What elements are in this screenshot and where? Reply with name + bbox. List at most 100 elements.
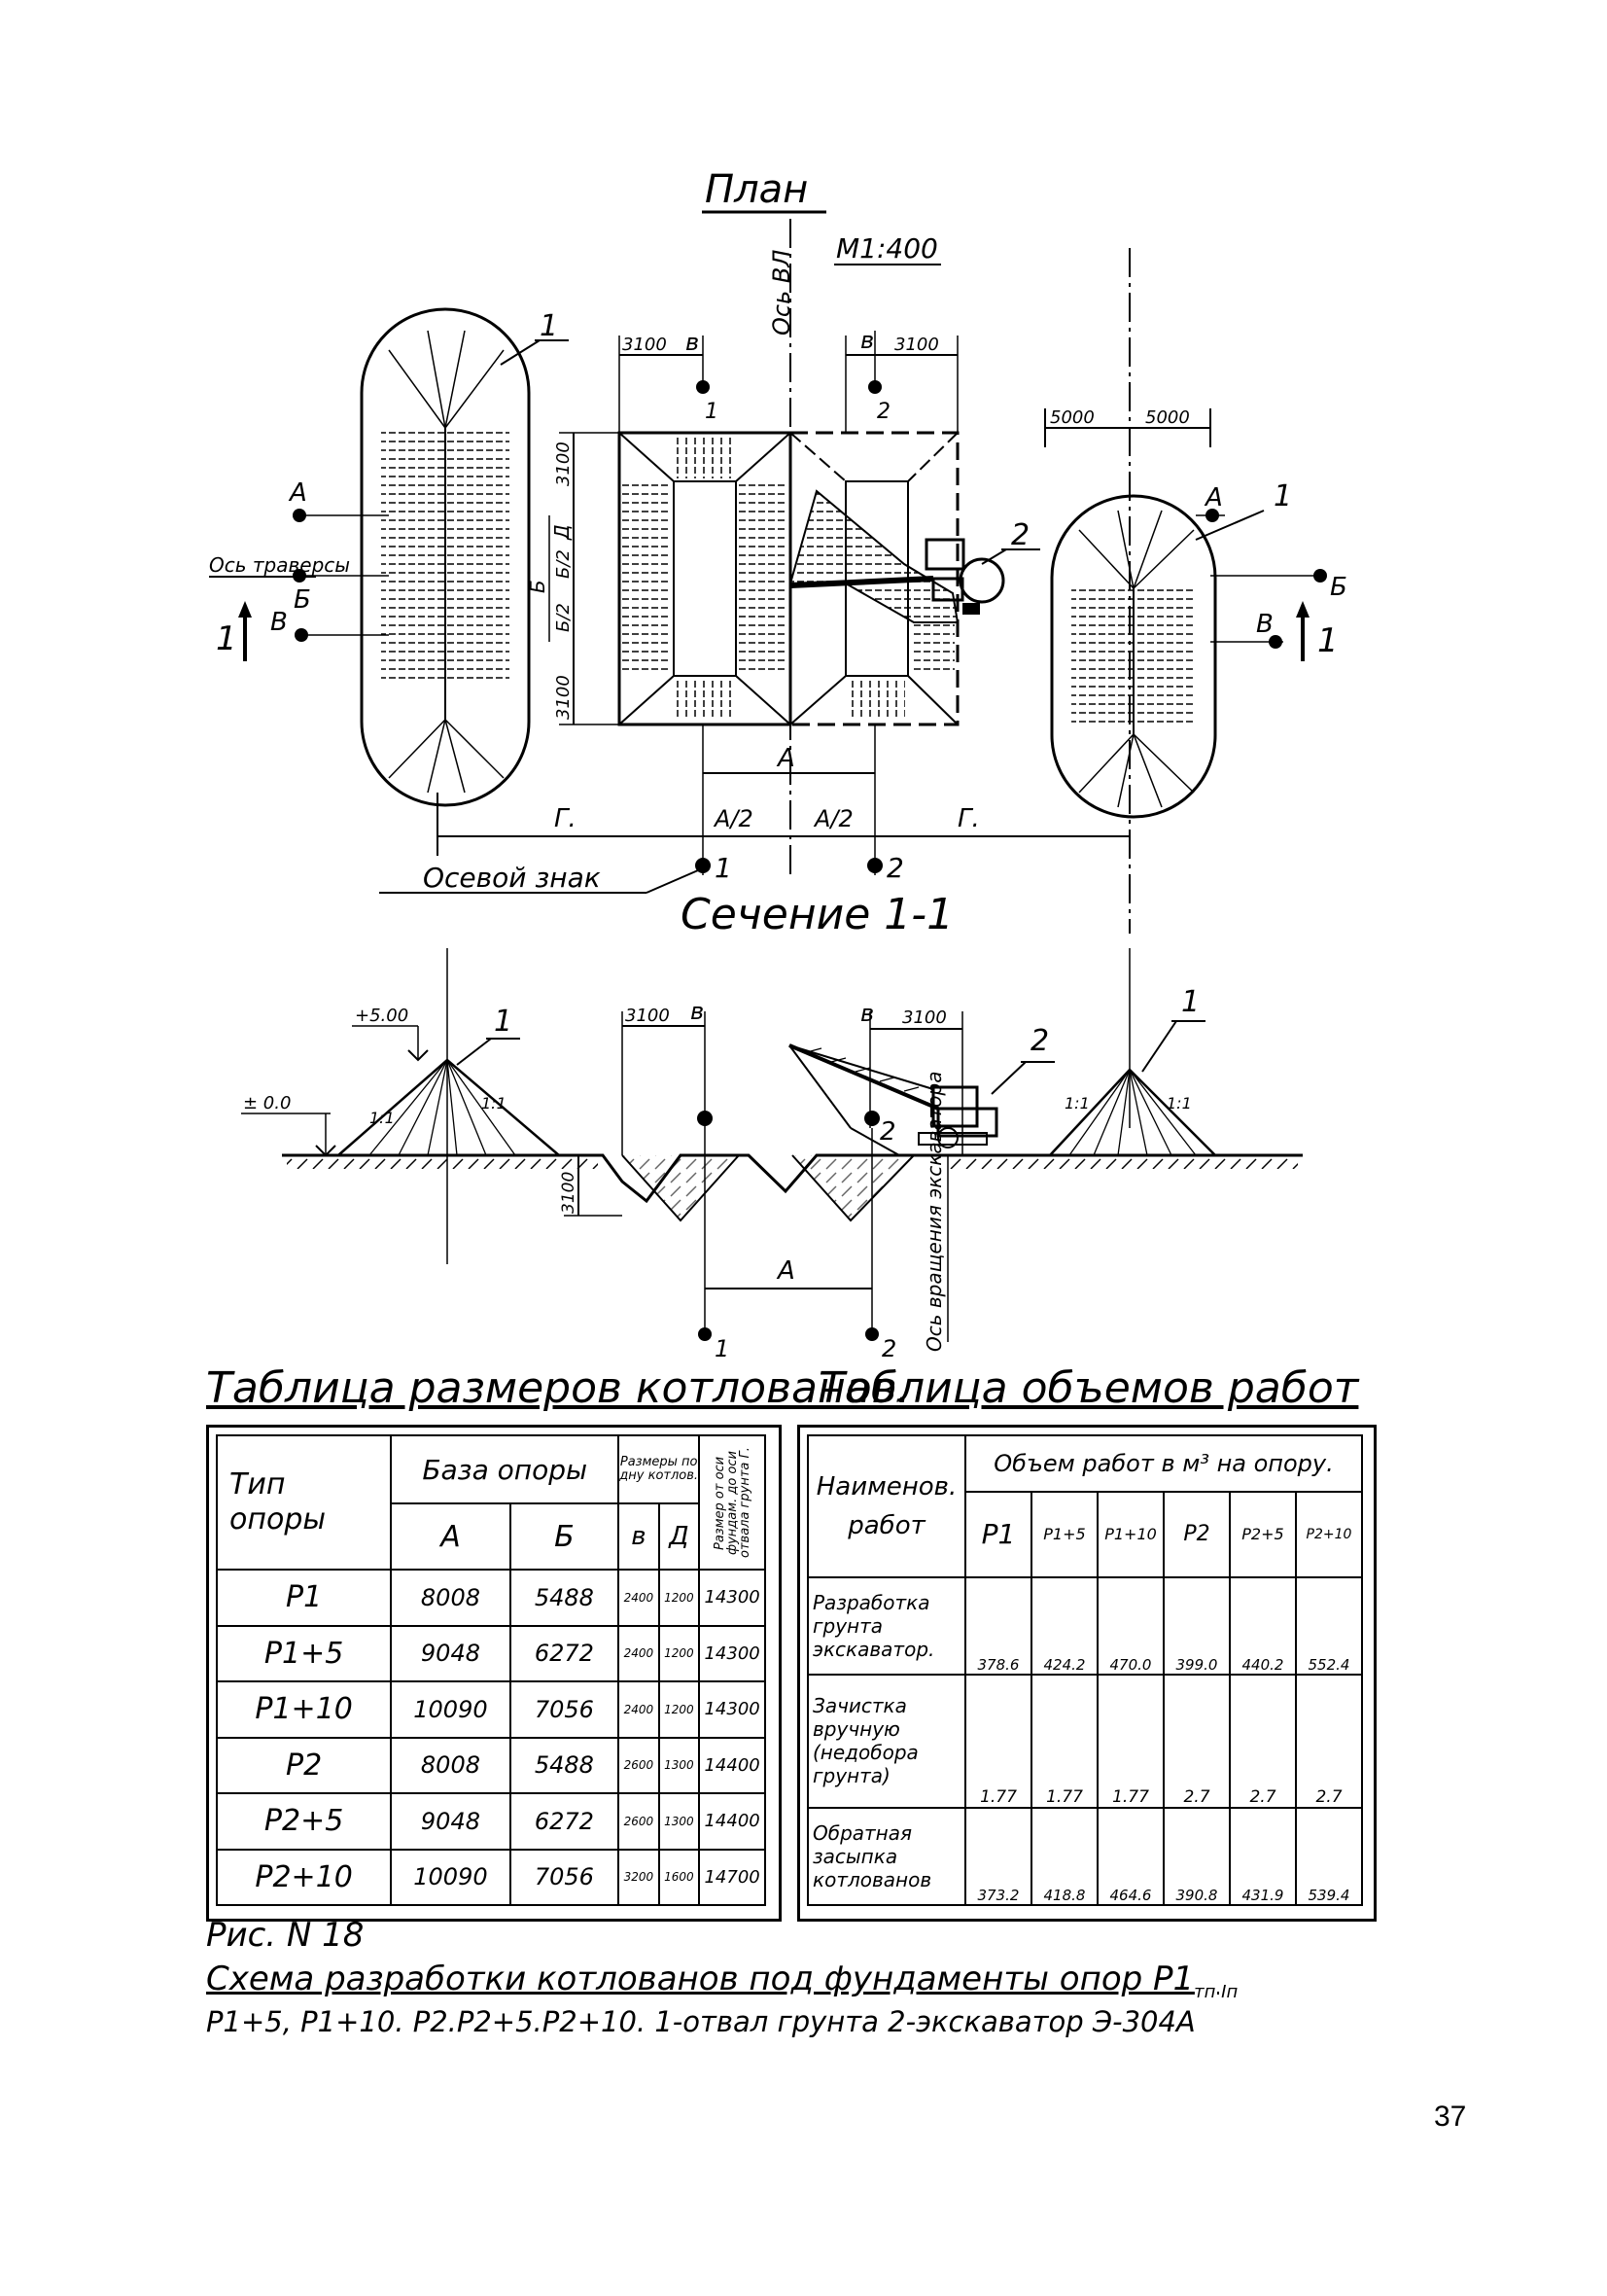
sec-dim-v-left: в [690, 998, 704, 1025]
t1-B: 7056 [508, 1680, 620, 1739]
slope-left-a: 1:1 [369, 1109, 395, 1127]
section-label-2: 2 [1031, 1024, 1049, 1058]
t1-g: 14400 [698, 1736, 766, 1794]
sec-depth: 3100 [559, 1172, 578, 1214]
t2-val: 1.77 [964, 1673, 1032, 1809]
t1-g: 14300 [698, 1624, 766, 1682]
plan-title: План [705, 167, 808, 212]
table2-frame [797, 1425, 1377, 1922]
pt-B-left: Б [294, 585, 311, 615]
t1-d: 1200 [657, 1569, 701, 1627]
section-drawing: 1:1 1:1 1 +5.00 ± 0.0 1:1 1:1 1 3100 в в… [241, 948, 1303, 1361]
dim-3100-top-right: 3100 [894, 335, 939, 355]
t2-val: 378.6 [964, 1575, 1032, 1676]
t1-d: 1200 [657, 1624, 701, 1682]
pt-2-bottom: 2 [887, 852, 904, 884]
section-mark-left: 1 [216, 619, 237, 658]
dim-G-right: Г. [958, 804, 980, 833]
t2-col: Р2 [1163, 1491, 1231, 1578]
t1-type: Р2 [215, 1736, 393, 1794]
table-row: Р2+10 10090 7056 3200 1600 14700 [215, 1848, 766, 1906]
t1-g: 14300 [698, 1569, 766, 1627]
dim-A-plan: А [776, 744, 795, 773]
t1-v: 3200 [617, 1848, 660, 1906]
dim-3100-left-bottom: 3100 [553, 675, 574, 720]
slope-right-a: 1:1 [1065, 1094, 1090, 1113]
dim-5000-a: 5000 [1050, 407, 1095, 428]
t2-val: 390.8 [1163, 1806, 1231, 1907]
table2-title: Таблица объемов работ [819, 1363, 1359, 1413]
dim-b2-left: Б/2 [553, 549, 574, 579]
t1-v: 2400 [617, 1624, 660, 1682]
plan-scale: М1:400 [836, 232, 938, 265]
t1-A: 9048 [390, 1792, 511, 1851]
dim-v-top-right: в [860, 327, 874, 354]
t1-d: 1600 [657, 1848, 701, 1906]
t1-d: 1200 [657, 1680, 701, 1739]
sec-pt-2-mid: 2 [880, 1117, 896, 1147]
t1-header-dist: Размер от оси фундам. до оси отвала грун… [698, 1434, 766, 1571]
sec-pt-1: 1 [715, 1335, 729, 1361]
t2-col: Р2+5 [1229, 1491, 1297, 1578]
label-1-right: 1 [1274, 479, 1292, 513]
t1-v: 2600 [617, 1736, 660, 1794]
dim-A2-right: А/2 [813, 805, 854, 832]
t2-val: 2.7 [1295, 1673, 1363, 1809]
t2-col: Р1+10 [1097, 1491, 1165, 1578]
t2-val: 2.7 [1163, 1673, 1231, 1809]
t1-v: 2600 [617, 1792, 660, 1851]
t2-val: 373.2 [964, 1806, 1032, 1907]
t1-B: 5488 [508, 1569, 620, 1627]
sec-dim-A: А [776, 1256, 795, 1286]
pt-V-left: В [270, 608, 288, 637]
excavator-section [788, 1043, 998, 1156]
section-label-1-left: 1 [494, 1005, 512, 1039]
axial-sign-label: Осевой знак [423, 862, 601, 894]
t2-row-name: Разработка грунта экскаватор. [807, 1575, 966, 1676]
elev-plus: +5.00 [355, 1006, 408, 1026]
t2-col: Р2+10 [1295, 1491, 1363, 1578]
table-row: Разработка грунта экскаватор. 378.6 424.… [807, 1575, 1363, 1676]
t2-val: 1.77 [1031, 1673, 1099, 1809]
caption-line2: Р1+5, Р1+10. Р2.Р2+5.Р2+10. 1-отвал грун… [206, 2005, 1196, 2038]
slope-left-b: 1:1 [481, 1094, 507, 1113]
t1-header-A: А [390, 1502, 511, 1571]
t1-A: 8008 [390, 1569, 511, 1627]
t1-A: 8008 [390, 1736, 511, 1794]
caption-line1: Схема разработки котлованов под фундамен… [206, 1960, 1238, 2002]
t2-val: 552.4 [1295, 1575, 1363, 1676]
table1-title: Таблица размеров котлованов. [206, 1363, 911, 1413]
table-row: Р2+5 9048 6272 2600 1300 14400 [215, 1792, 766, 1851]
caption-line1-text: Схема разработки котлованов под фундамен… [206, 1960, 1195, 1998]
dim-A2-left: А/2 [713, 805, 753, 832]
table-row: Р1 8008 5488 2400 1200 14300 [215, 1569, 766, 1627]
pt-A-right: А [1204, 483, 1223, 512]
pt-1-bottom: 1 [715, 852, 732, 884]
t1-A: 10090 [390, 1848, 511, 1906]
t1-v: 2400 [617, 1569, 660, 1627]
t2-val: 431.9 [1229, 1806, 1297, 1907]
table2: Наименов. работ Объем работ в м³ на опор… [807, 1434, 1363, 1907]
sec-dim-v-right: в [860, 1000, 874, 1027]
t2-val: 470.0 [1097, 1575, 1165, 1676]
t2-val: 418.8 [1031, 1806, 1099, 1907]
dim-5000-b: 5000 [1145, 407, 1190, 428]
dim-D-left: Д [550, 524, 574, 541]
t2-header-name: Наименов. работ [807, 1434, 966, 1578]
t1-d: 1300 [657, 1792, 701, 1851]
table-row: Р1+10 10090 7056 2400 1200 14300 [215, 1680, 766, 1739]
t2-val: 2.7 [1229, 1673, 1297, 1809]
t2-header-volume: Объем работ в м³ на опору. [964, 1434, 1363, 1493]
t1-v: 2400 [617, 1680, 660, 1739]
t2-col: Р1 [964, 1491, 1032, 1578]
elev-zero: ± 0.0 [243, 1093, 291, 1113]
t2-val: 539.4 [1295, 1806, 1363, 1907]
t1-g: 14700 [698, 1848, 766, 1906]
t1-header-base: База опоры [390, 1434, 620, 1504]
label-2-plan: 2 [1011, 518, 1030, 552]
t1-A: 10090 [390, 1680, 511, 1739]
t2-val: 440.2 [1229, 1575, 1297, 1676]
t1-A: 9048 [390, 1624, 511, 1682]
label-1-left: 1 [540, 309, 558, 343]
axis-traverse-label: Ось траверсы [209, 553, 350, 577]
